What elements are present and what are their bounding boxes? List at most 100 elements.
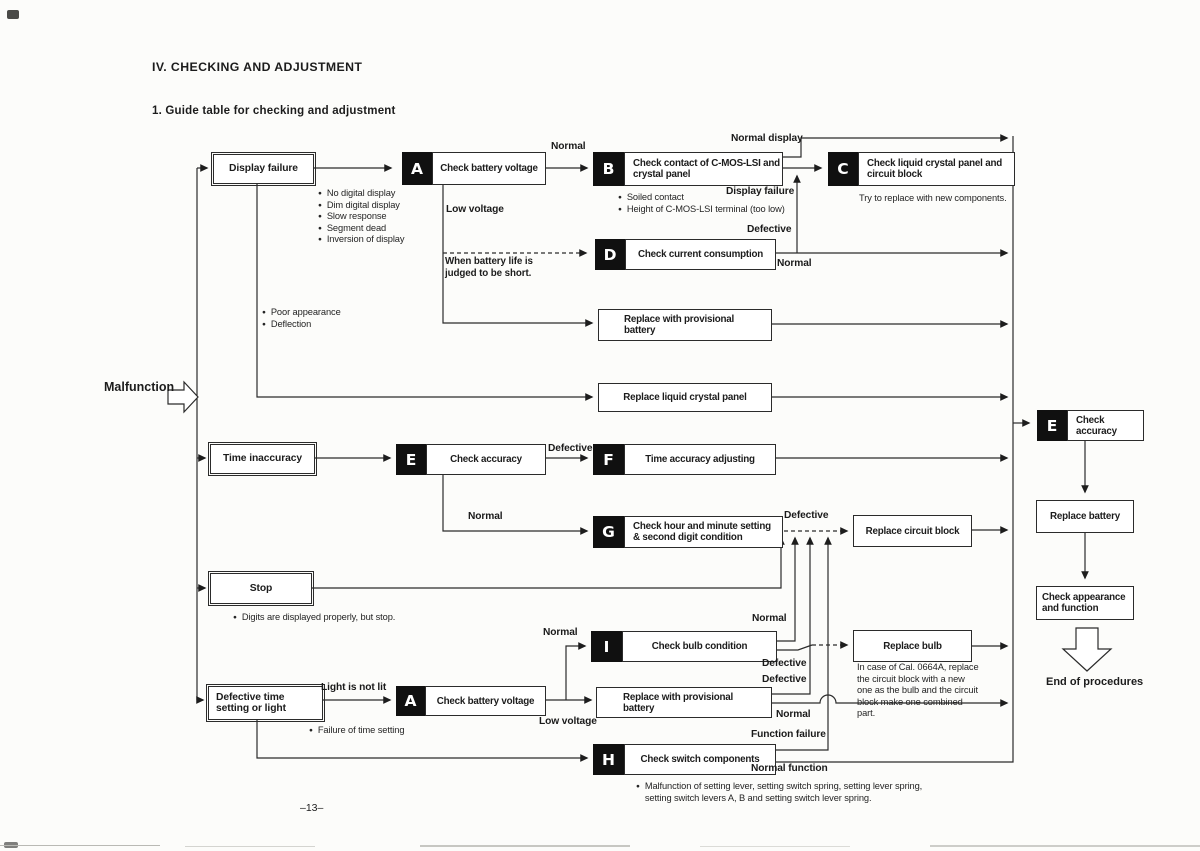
entry-label: Malfunction [104, 380, 175, 394]
bullet-icon: ● [318, 224, 322, 232]
step-e1: E Check accuracy [396, 444, 546, 475]
list-item-text: Segment dead [326, 222, 387, 233]
step-f-label: Time accuracy adjusting [624, 444, 776, 475]
action-replace-circuit-block: Replace circuit block [853, 515, 972, 547]
contact-symptom-list: ● Soiled contact ● Height of C-MOS-LSI ter… [618, 192, 785, 215]
stop-symptom-note: ● Digits are displayed properly, but stop… [233, 612, 395, 624]
edge-label-a2-trigger: Light is not lit [321, 682, 387, 693]
step-e2-label: Check accuracy [1067, 410, 1144, 441]
edge-label-prov2-defective: Defective [762, 674, 807, 685]
step-h: H Check switch components [593, 744, 776, 775]
list-item-text: No digital display [326, 188, 396, 198]
bullet-icon: ● [318, 201, 322, 209]
action-label: Replace with provisional battery [624, 314, 735, 336]
section-title: IV. CHECKING AND ADJUSTMENT [152, 60, 363, 74]
edge-label-i-normal: Normal [752, 613, 787, 624]
step-e2-badge: E [1037, 410, 1067, 441]
edge-label-h-normal-function: Normal function [751, 763, 828, 774]
note-battery-life-condition: When battery life is judged to be short. [445, 256, 533, 279]
step-e1-badge: E [396, 444, 426, 475]
list-item: ●Dim digital display [318, 200, 404, 212]
step-f: F Time accuracy adjusting [593, 444, 776, 475]
step-a2-badge: A [396, 686, 425, 716]
edge-label-b-normal-display: Normal display [731, 133, 803, 144]
bullet-icon: ● [309, 727, 313, 734]
list-item-text: Inversion of display [326, 234, 405, 244]
list-item-text: Digits are displayed properly, but stop. [241, 612, 396, 622]
action-replace-provisional-1: Replace with provisional battery [598, 309, 772, 341]
list-item-text: Failure of time setting [317, 725, 405, 735]
step-b-badge: B [593, 152, 624, 186]
step-d: D Check current consumption [595, 239, 776, 270]
list-item: ●Poor appearance [262, 307, 341, 319]
symptom-time-inaccuracy: Time inaccuracy [207, 441, 318, 477]
list-item: ● Segment dead [318, 223, 404, 235]
edge-label-a2-normal: Normal [543, 627, 578, 638]
bullet-icon: ● [318, 236, 322, 243]
step-e2: E Check accuracy [1037, 410, 1144, 441]
step-d-badge: D [595, 239, 625, 270]
bullet-icon: ● [618, 194, 622, 201]
list-item: ● Inversion of display [318, 234, 405, 246]
edge-label-d-normal: Normal [777, 258, 812, 269]
list-item-text: Slow response [326, 211, 387, 221]
edge-label-prov2-normal: Normal [776, 709, 811, 720]
note-bulb: In case of Cal. 0664A, replace the circu… [857, 662, 979, 718]
step-g-badge: G [593, 516, 624, 548]
note-c: Try to replace with new components. [859, 193, 1007, 203]
bullet-icon: ● [262, 309, 266, 316]
step-d-label: Check current consumption [625, 239, 776, 270]
action-label: Replace with provisional battery [623, 691, 734, 714]
step-h-label: Check switch components [624, 744, 776, 775]
action-replace-battery: Replace battery [1036, 500, 1134, 533]
step-g: G Check hour and minute setting & second… [593, 516, 783, 548]
scan-edge [0, 845, 160, 846]
edge-label-a2-low-voltage: Low voltage [539, 716, 597, 727]
bullet-icon: ● [636, 783, 640, 790]
list-item: ● Height of C-MOS-LSI terminal (too low) [618, 204, 785, 216]
bullet-icon: ● [233, 614, 237, 621]
step-i-label: Check bulb condition [622, 631, 777, 662]
list-item: ●No digital display [318, 188, 404, 200]
list-item-text: Soiled contact [626, 192, 684, 202]
end-label: End of procedures [1046, 676, 1144, 688]
edge-label-e1-normal: Normal [468, 511, 503, 522]
action-replace-bulb: Replace bulb [853, 630, 972, 662]
list-item: ●Deflection [262, 319, 341, 331]
malfunction-arrow [167, 380, 199, 414]
display-failure-symptom-list: ●No digital display ●Dim digital display… [318, 188, 405, 246]
edge-label-h-function-failure: Function failure [751, 729, 826, 740]
scan-edge [420, 845, 630, 847]
edge-label-e1-defective: Defective [548, 443, 593, 454]
bullet-icon: ● [262, 320, 266, 328]
list-item-text: Height of C-MOS-LSI terminal (too low) [626, 203, 785, 214]
scan-edge [930, 845, 1200, 847]
step-c-badge: C [828, 152, 858, 186]
edge-label-a1-normal: Normal [551, 141, 586, 152]
step-g-label: Check hour and minute setting & second d… [624, 516, 783, 548]
step-c: C Check liquid crystal panel and circuit… [828, 152, 1015, 186]
list-item: ● Slow response [318, 211, 404, 223]
step-b-label: Check contact of C-MOS-LSI and crystal p… [624, 152, 783, 186]
edge-label-g-defective: Defective [784, 510, 829, 521]
action-replace-lcd: Replace liquid crystal panel [598, 383, 772, 412]
appearance-symptom-list: ●Poor appearance ●Deflection [262, 307, 341, 330]
time-setting-symptom-note: ● Failure of time setting [309, 725, 405, 737]
symptom-stop: Stop [207, 570, 315, 607]
edge-label-i-defective: Defective [762, 658, 807, 669]
list-item: ●Malfunction of setting lever, setting s… [636, 781, 936, 804]
step-a1-label: Check battery voltage [432, 152, 546, 185]
scan-edge [700, 846, 850, 847]
step-c-label: Check liquid crystal panel and circuit b… [858, 152, 1015, 186]
end-arrow [1061, 627, 1113, 672]
symptom-display-failure: Display failure [210, 151, 317, 187]
step-a2: A Check battery voltage [396, 686, 546, 716]
step-h-badge: H [593, 744, 624, 775]
bullet-icon: ● [618, 205, 622, 213]
symptom-defective-time-setting: Defective time setting or light [205, 683, 326, 723]
action-label: Check appearance and function [1042, 592, 1126, 614]
bullet-icon: ● [318, 213, 322, 220]
list-item: ● Failure of time setting [309, 725, 405, 737]
